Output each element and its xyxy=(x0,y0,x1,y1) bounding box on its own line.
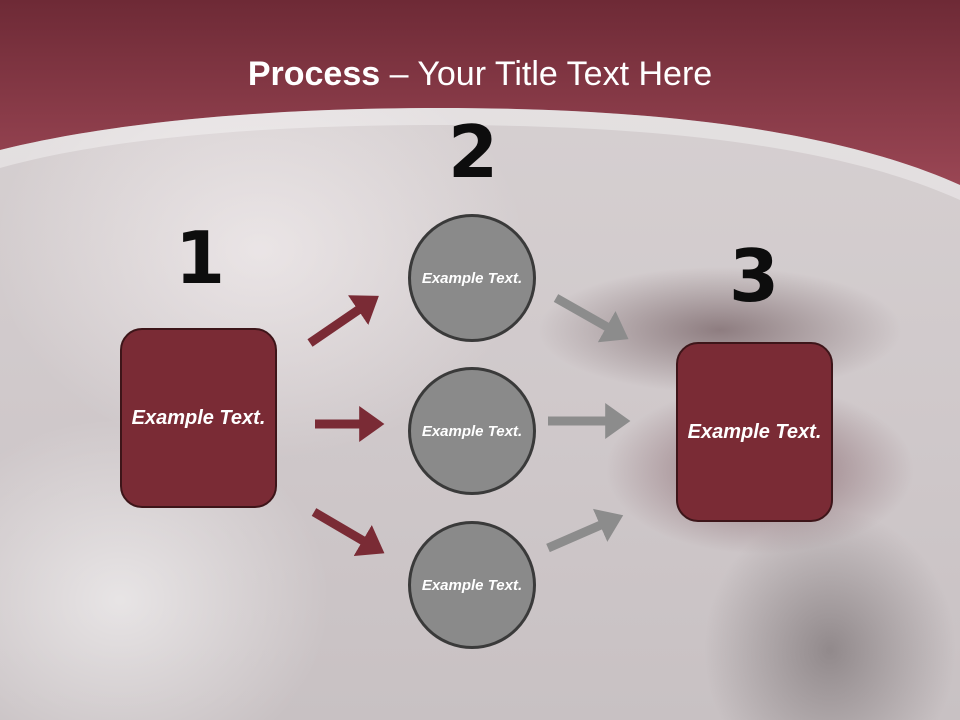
header-band xyxy=(0,0,960,200)
step-number-2: 2 xyxy=(447,110,499,194)
arrow-bottom-to-3 xyxy=(546,508,624,553)
title-rest: – Your Title Text Here xyxy=(380,55,713,93)
step-1-box[interactable]: Example Text. xyxy=(120,328,277,508)
step-2-circle-top[interactable]: Example Text. xyxy=(408,214,536,342)
step-3-label: Example Text. xyxy=(687,420,822,443)
arrow-1-to-top xyxy=(307,295,379,347)
step-2-circle-bottom[interactable]: Example Text. xyxy=(408,521,536,649)
step-number-3: 3 xyxy=(728,234,780,318)
slide-title: Process – Your Title Text Here xyxy=(0,52,960,96)
title-bold: Process xyxy=(247,55,381,93)
step-1-label: Example Text. xyxy=(131,406,266,429)
circle-label: Example Text. xyxy=(421,269,523,287)
step-2-circle-middle[interactable]: Example Text. xyxy=(408,367,536,495)
arrow-1-to-bottom xyxy=(311,508,385,557)
step-3-box[interactable]: Example Text. xyxy=(676,342,833,522)
step-number-1: 1 xyxy=(174,216,226,300)
circle-label: Example Text. xyxy=(421,422,523,440)
circle-label: Example Text. xyxy=(421,576,523,594)
arrow-top-to-3 xyxy=(553,294,629,343)
